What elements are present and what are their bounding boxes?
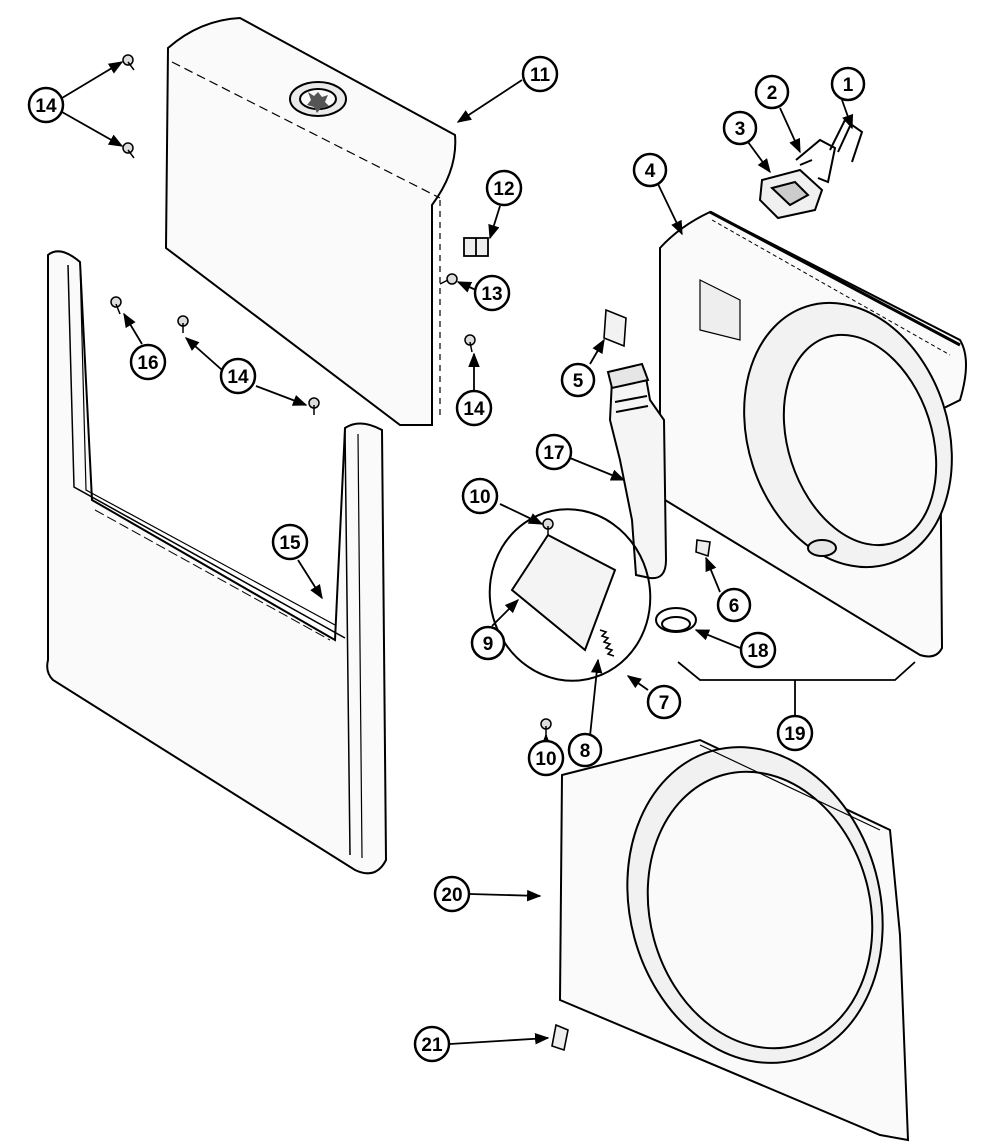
callout-15: 15 bbox=[271, 523, 309, 561]
front-bulkhead-part-20 bbox=[558, 738, 910, 1142]
top-panel-part-11 bbox=[164, 16, 457, 426]
callout-label: 12 bbox=[493, 179, 514, 200]
switch-part-3 bbox=[758, 168, 824, 220]
callout-label: 10 bbox=[535, 749, 556, 770]
callout-label: 2 bbox=[767, 83, 778, 104]
callout-16: 16 bbox=[129, 343, 167, 381]
hinge-part-12 bbox=[463, 237, 489, 257]
callout-label: 17 bbox=[543, 443, 564, 464]
callout-3: 3 bbox=[722, 110, 758, 146]
duct-hose-part-17 bbox=[606, 362, 668, 580]
callout-17: 17 bbox=[535, 433, 573, 471]
callout-label: 10 bbox=[469, 487, 490, 508]
callout-label: 21 bbox=[421, 1035, 443, 1056]
leader-lines bbox=[61, 61, 916, 1045]
rear-bulkhead-part-4 bbox=[657, 210, 967, 658]
cover-plate-part-9 bbox=[510, 533, 617, 652]
callout-label: 11 bbox=[530, 65, 551, 86]
callout-label: 8 bbox=[580, 741, 591, 762]
knob-icon bbox=[289, 81, 347, 117]
clip-part-6 bbox=[695, 539, 711, 558]
callout-5: 5 bbox=[560, 362, 596, 398]
callout-10-lower: 10 bbox=[527, 739, 565, 777]
callout-6: 6 bbox=[716, 587, 752, 623]
callout-label: 20 bbox=[441, 885, 462, 906]
callout-1: 1 bbox=[830, 66, 866, 102]
bracket-part-1 bbox=[829, 118, 864, 163]
clip-part-21 bbox=[551, 1023, 569, 1052]
clip-part-5 bbox=[603, 308, 627, 348]
callout-label: 4 bbox=[645, 161, 656, 182]
callout-4: 4 bbox=[632, 152, 668, 188]
callout-11: 11 bbox=[521, 55, 559, 93]
screws bbox=[110, 54, 554, 736]
callout-9: 9 bbox=[470, 625, 506, 661]
spring-part-8 bbox=[599, 629, 615, 657]
callout-14-right: 14 bbox=[455, 389, 493, 427]
callout-14-middle: 14 bbox=[219, 357, 257, 395]
callout-label: 9 bbox=[483, 634, 494, 655]
callout-label: 16 bbox=[137, 353, 158, 374]
callout-8: 8 bbox=[567, 732, 603, 768]
screw-icon bbox=[122, 142, 135, 159]
callout-label: 14 bbox=[35, 96, 57, 117]
callout-19: 19 bbox=[776, 714, 814, 752]
lever-part-2 bbox=[795, 138, 837, 184]
callout-label: 19 bbox=[784, 724, 805, 745]
callout-label: 15 bbox=[279, 533, 301, 554]
callout-label: 13 bbox=[481, 284, 502, 305]
screw-icon bbox=[540, 718, 552, 736]
callout-label: 5 bbox=[573, 371, 584, 392]
screw-icon bbox=[122, 54, 135, 71]
callout-label: 6 bbox=[729, 596, 740, 617]
screw-icon bbox=[177, 315, 189, 333]
callout-20: 20 bbox=[433, 875, 471, 913]
callout-18: 18 bbox=[739, 631, 777, 669]
callout-label: 14 bbox=[463, 399, 485, 420]
callout-label: 7 bbox=[659, 693, 670, 714]
screw-icon bbox=[308, 397, 320, 415]
screw-icon bbox=[439, 273, 458, 285]
hatch-ring-part-7 bbox=[488, 508, 652, 682]
callout-label: 18 bbox=[747, 641, 768, 662]
callout-7: 7 bbox=[646, 684, 682, 720]
callout-2: 2 bbox=[754, 74, 790, 110]
screw-icon bbox=[110, 296, 122, 315]
callout-label: 3 bbox=[735, 119, 746, 140]
callout-label: 14 bbox=[227, 367, 249, 388]
callout-14-topleft: 14 bbox=[27, 86, 65, 124]
callout-21: 21 bbox=[413, 1025, 451, 1063]
screw-icon bbox=[464, 334, 476, 353]
seal-part-18 bbox=[655, 607, 697, 633]
callout-12: 12 bbox=[485, 169, 523, 207]
callout-label: 1 bbox=[843, 75, 854, 96]
front-frame-part-15 bbox=[46, 250, 388, 875]
callout-10-upper: 10 bbox=[461, 477, 499, 515]
screw-icon bbox=[542, 518, 554, 536]
callout-13: 13 bbox=[473, 274, 511, 312]
